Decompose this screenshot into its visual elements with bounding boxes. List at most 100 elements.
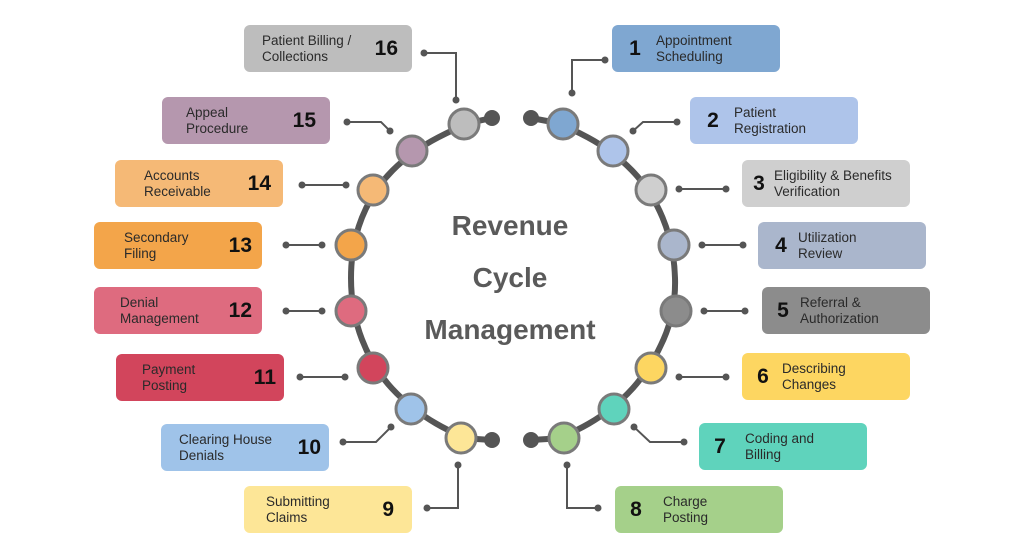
connector-line-16 — [424, 52, 457, 100]
step-number: 5 — [777, 298, 789, 322]
connector-line-10 — [343, 426, 392, 443]
connector-dot — [452, 96, 460, 104]
connector-line-15 — [347, 121, 391, 132]
step-label-line-2: Authorization — [800, 310, 879, 326]
step-number: 14 — [247, 171, 271, 195]
connector-dot — [722, 185, 730, 193]
step-label: Patient Billing /Collections — [262, 33, 351, 65]
connector-dot — [282, 307, 290, 315]
step-label-line-2: Collections — [262, 48, 329, 64]
title-line-1: Revenue — [451, 210, 569, 241]
step-label-line-1: Eligibility & Benefits — [774, 167, 892, 183]
step-number: 10 — [297, 435, 321, 459]
step-node-11 — [356, 351, 390, 385]
connector-dot — [675, 373, 683, 381]
step-label-line-2: Filing — [124, 245, 157, 261]
step-number: 16 — [374, 36, 398, 60]
connector-dot — [342, 181, 350, 189]
step-node-5 — [659, 294, 693, 328]
connector-dot — [420, 49, 428, 57]
step-label-line-1: Describing — [782, 360, 846, 376]
step-label: Referral &Authorization — [800, 295, 879, 327]
title-line-2: Cycle — [472, 262, 548, 293]
connector-dot — [700, 307, 708, 315]
step-number: 13 — [228, 233, 252, 257]
step-node-12 — [334, 294, 368, 328]
connector-dot — [673, 118, 681, 126]
connector-dot — [698, 241, 706, 249]
step-node-10 — [394, 392, 428, 426]
step-label-line-2: Management — [120, 310, 199, 326]
step-label-line-2: Procedure — [186, 120, 249, 136]
step-label-line-1: Clearing House — [179, 431, 273, 447]
step-number: 11 — [253, 365, 276, 389]
step-box-5: 5 Referral &Authorization — [762, 287, 930, 334]
step-node-3 — [634, 173, 668, 207]
connector-line-8 — [566, 465, 598, 509]
step-label-line-2: Changes — [782, 376, 837, 392]
ring-end-cap — [484, 432, 500, 448]
connector-dot — [630, 423, 638, 431]
connector-dot — [680, 438, 688, 446]
step-number: 1 — [629, 36, 641, 60]
connector-dot — [629, 127, 637, 135]
step-label-line-1: Patient — [734, 104, 777, 120]
connector-line-1 — [571, 59, 605, 93]
step-number: 12 — [228, 298, 252, 322]
step-node-1 — [546, 107, 580, 141]
step-number: 6 — [757, 364, 769, 388]
step-label-line-1: Appeal — [186, 104, 229, 120]
step-label-line-1: Patient Billing / — [262, 32, 352, 48]
step-label-line-2: Denials — [179, 447, 225, 463]
connector-dot — [339, 438, 347, 446]
connector-dot — [318, 241, 326, 249]
title-line-3: Management — [424, 314, 596, 345]
ring-end-cap — [523, 432, 539, 448]
connector-dot — [568, 89, 576, 97]
connector-dot — [343, 118, 351, 126]
connector-dot — [675, 185, 683, 193]
step-node-15 — [395, 134, 429, 168]
step-label-line-2: Registration — [734, 120, 807, 136]
step-number: 4 — [775, 233, 787, 257]
connector-dot — [739, 241, 747, 249]
connector-dot — [296, 373, 304, 381]
step-label-line-1: Denial — [120, 294, 159, 310]
connector-line-7 — [633, 426, 684, 443]
step-number: 9 — [382, 497, 394, 521]
step-node-14 — [356, 173, 390, 207]
connector-dot — [594, 504, 602, 512]
connector-dot — [282, 241, 290, 249]
connector-dot — [601, 56, 609, 64]
step-label-line-2: Scheduling — [656, 48, 723, 64]
connector-dot — [298, 181, 306, 189]
step-node-13 — [334, 228, 368, 262]
step-label-line-1: Secondary — [124, 229, 189, 245]
step-label-line-2: Receivable — [144, 183, 211, 199]
connector-line-9 — [427, 465, 459, 509]
